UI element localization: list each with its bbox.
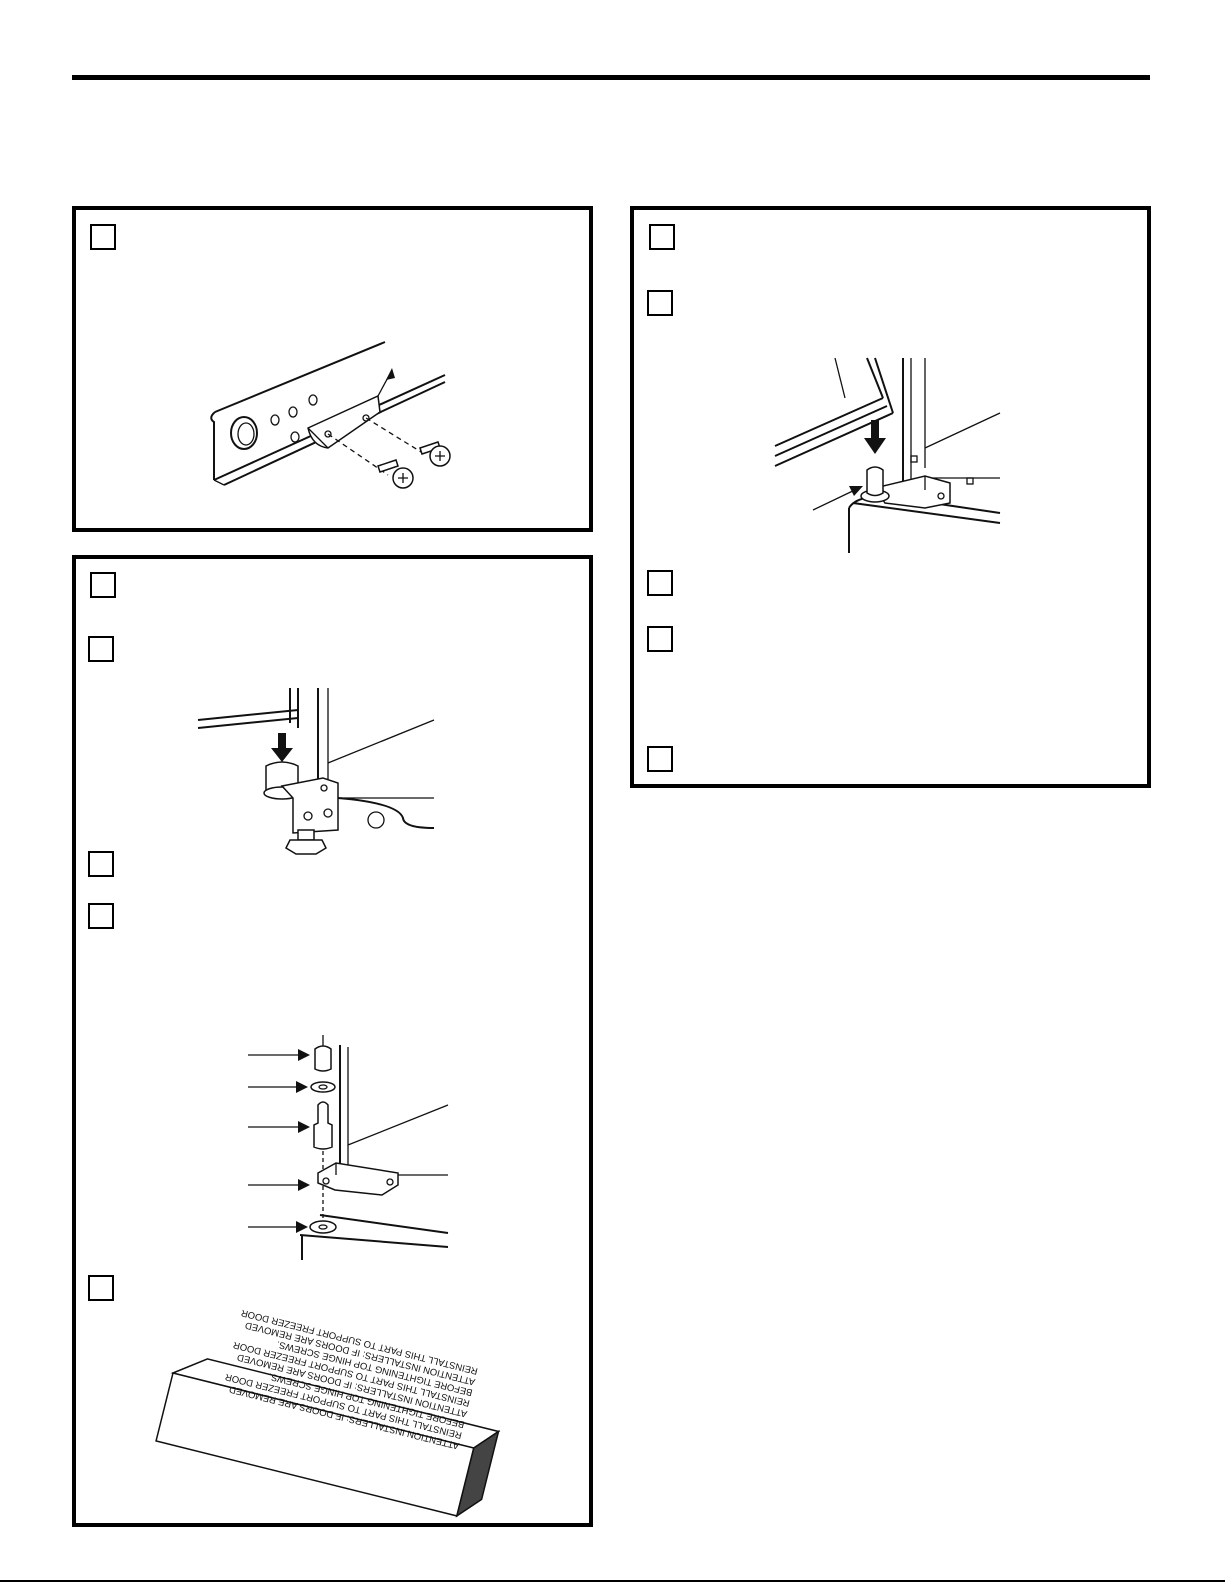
header-rule (72, 75, 1150, 80)
step-box (88, 1275, 114, 1301)
hinge-pin-exploded-illustration (248, 1035, 449, 1260)
step-box (647, 626, 673, 652)
step-box (88, 851, 114, 877)
step-box (647, 570, 673, 596)
door-on-hinge-pin-illustration (774, 357, 1001, 553)
step-box (647, 290, 673, 316)
step-box (88, 903, 114, 929)
footer-rule (0, 1580, 1225, 1582)
step-box (90, 224, 116, 250)
step-box (647, 746, 673, 772)
panel-top-left (72, 206, 593, 532)
shipping-block-illustration: ATTENTION INSTALLERS: IF DOORS ARE REMOV… (155, 1307, 501, 1518)
panel-bottom-left (72, 555, 593, 1527)
hinge-bracket-screws-illustration (210, 341, 451, 489)
step-box (88, 636, 114, 662)
bottom-hinge-pin-illustration (197, 688, 435, 855)
step-box (90, 572, 116, 598)
step-box (649, 224, 675, 250)
